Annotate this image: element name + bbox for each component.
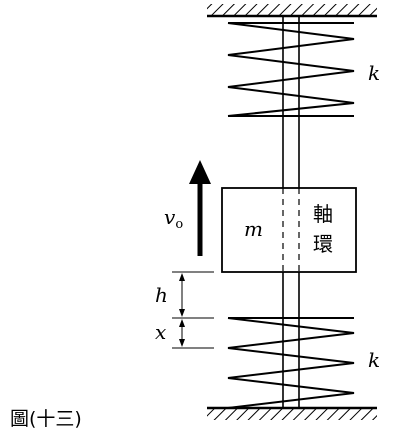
mass-label: m xyxy=(244,217,263,241)
gap-label: h xyxy=(155,283,168,307)
compression-label: x xyxy=(155,320,166,344)
figure-caption: 圖(十三) xyxy=(10,408,82,430)
dimension-x xyxy=(172,319,214,349)
collar-label-2: 環 xyxy=(313,232,333,256)
velocity-label: vo xyxy=(164,205,183,232)
guide-rod xyxy=(282,16,300,408)
collar-label-1: 軸 xyxy=(313,202,333,226)
lower-spring xyxy=(227,317,355,409)
dimension-h xyxy=(172,271,214,319)
upper-spring xyxy=(227,22,355,117)
spring-bottom-label: k xyxy=(368,348,380,372)
velocity-arrow xyxy=(189,160,211,256)
collar-block xyxy=(221,187,357,273)
top-support xyxy=(207,4,377,18)
bottom-support xyxy=(207,406,377,420)
spring-top-label: k xyxy=(368,61,380,85)
